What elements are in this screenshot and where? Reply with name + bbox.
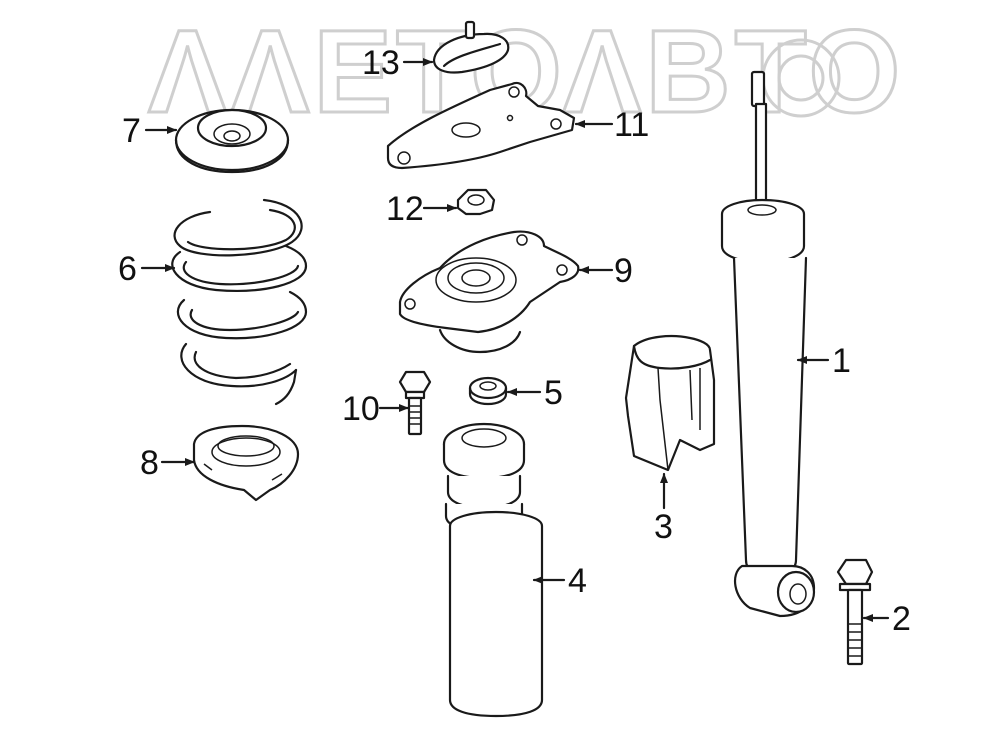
part-8-lower-seat <box>192 424 300 502</box>
part-13-cap <box>432 20 510 74</box>
callout-3: 3 <box>654 508 673 546</box>
callout-labels: 13 11 12 7 6 8 9 10 5 4 3 1 2 <box>118 44 911 638</box>
callout-11: 11 <box>614 106 649 144</box>
part-4-dust-boot <box>442 422 544 718</box>
callout-13: 13 <box>362 44 400 82</box>
callout-7: 7 <box>122 112 141 150</box>
part-10-bolt <box>398 370 432 436</box>
part-12-nut <box>456 188 496 216</box>
part-5-washer <box>468 376 508 406</box>
part-2-long-bolt <box>836 558 874 666</box>
callout-8: 8 <box>140 444 159 482</box>
part-7-upper-seat <box>174 108 290 174</box>
part-1-shock-absorber <box>720 70 816 618</box>
callout-4: 4 <box>568 562 587 600</box>
callout-1: 1 <box>832 342 851 380</box>
part-11-plate <box>386 81 576 170</box>
leader-lines <box>140 58 890 622</box>
part-9-upper-mount <box>398 230 580 354</box>
callout-5: 5 <box>544 374 563 412</box>
callout-2: 2 <box>892 600 911 638</box>
callout-6: 6 <box>118 250 137 288</box>
callout-10: 10 <box>342 390 380 428</box>
callout-9: 9 <box>614 252 633 290</box>
callout-12: 12 <box>386 190 424 228</box>
part-3-clip <box>624 335 716 472</box>
part-6-coil-spring <box>171 198 308 406</box>
